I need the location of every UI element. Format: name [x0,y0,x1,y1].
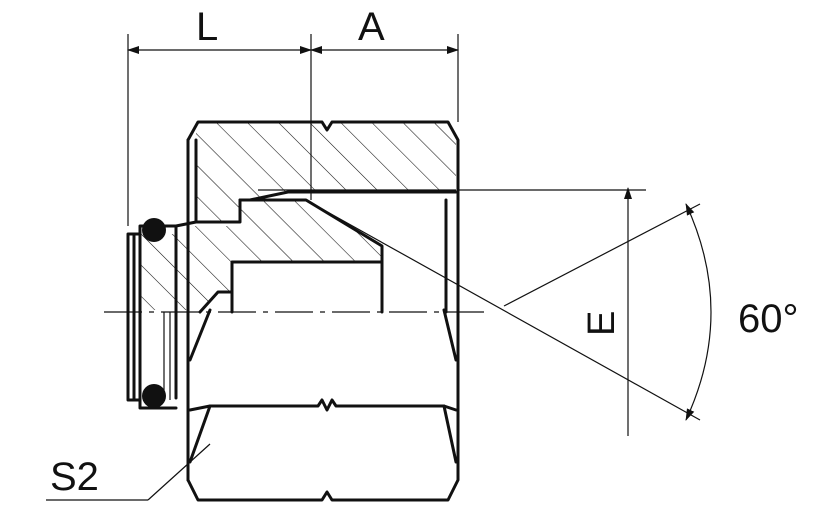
dim-a-label: A [358,5,385,49]
dim-e-label: E [581,311,623,336]
o-ring-top [142,218,166,242]
o-ring-bottom [142,384,166,408]
s2-leader [46,443,211,501]
dim-l-label: L [196,5,218,49]
dimension-lines-top [127,34,459,226]
part-label-s2: S2 [50,455,99,499]
part-outline [126,120,460,502]
o-ring-seals [142,218,166,408]
angle-dimension [305,199,712,421]
dimension-e [458,187,646,436]
angle-label: 60° [738,297,799,341]
